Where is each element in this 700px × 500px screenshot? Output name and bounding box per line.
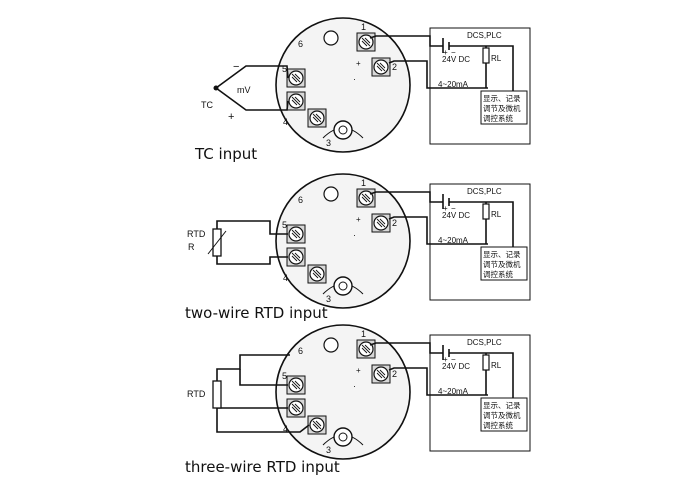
supply-label: 24V DC xyxy=(442,362,470,371)
terminal-1-label: 1 xyxy=(361,329,366,339)
rtd-two-wire-wiring: RTD R xyxy=(187,220,288,265)
terminal-5-label: 5 xyxy=(282,371,287,381)
display-line-2: 调节及微机 xyxy=(483,103,521,113)
terminal-3-label: 3 xyxy=(326,294,331,304)
display-line-3: 调控系统 xyxy=(483,113,513,123)
supply-minus-sign: − xyxy=(451,355,456,364)
rtd-resistor-symbol xyxy=(212,380,222,409)
terminal-6-label: 6 xyxy=(298,39,303,49)
mv-label: mV xyxy=(237,85,251,95)
output-loop-wiring: + − xyxy=(369,342,514,398)
terminal-3-label: 3 xyxy=(326,138,331,148)
terminal-plus-mark: + xyxy=(356,366,361,375)
caption-tc-input: TC input xyxy=(194,145,257,163)
transmitter-head: + · 1 2 3 4 5 6 xyxy=(275,324,411,460)
display-line-2: 调节及微机 xyxy=(483,259,521,269)
tc-plus-sign: + xyxy=(228,111,234,123)
rtd-label: RTD xyxy=(187,229,206,239)
transmitter-head: + · 1 2 3 4 5 6 xyxy=(275,17,411,153)
display-line-3: 调控系统 xyxy=(483,269,513,279)
terminal-2-label: 2 xyxy=(392,218,397,228)
panel-three-wire-rtd: + · 1 2 3 4 5 6 RTD + − xyxy=(185,324,531,476)
terminal-4-label: 4 xyxy=(283,424,288,434)
display-line-1: 显示、记录 xyxy=(483,94,521,103)
terminal-plus-mark: + xyxy=(356,215,361,224)
supply-label: 24V DC xyxy=(442,211,470,220)
dcs-plc-box: DCS,PLC 24V DC RL 4~20mA 显示、记录 调节及微机 调控系… xyxy=(429,334,531,452)
load-label: RL xyxy=(491,361,502,370)
r-label: R xyxy=(188,242,195,252)
current-label: 4~20mA xyxy=(438,236,469,245)
terminal-4-label: 4 xyxy=(283,117,288,127)
output-loop-wiring: + − xyxy=(369,35,514,91)
supply-plus-sign: + xyxy=(443,48,448,57)
caption-three-wire-rtd: three-wire RTD input xyxy=(185,458,340,476)
terminal-1-label: 1 xyxy=(361,178,366,188)
current-label: 4~20mA xyxy=(438,387,469,396)
display-line-2: 调节及微机 xyxy=(483,410,521,420)
transmitter-head: + · 1 2 3 4 5 6 xyxy=(275,173,411,309)
load-label: RL xyxy=(491,54,502,63)
current-label: 4~20mA xyxy=(438,80,469,89)
supply-label: 24V DC xyxy=(442,55,470,64)
panel-two-wire-rtd: + · 1 2 3 4 5 6 RTD R + − xyxy=(185,173,531,322)
terminal-5-label: 5 xyxy=(282,220,287,230)
supply-plus-sign: + xyxy=(443,204,448,213)
terminal-plus-mark: + xyxy=(356,59,361,68)
terminal-3-label: 3 xyxy=(326,445,331,455)
supply-minus-sign: − xyxy=(451,48,456,57)
terminal-4-label: 4 xyxy=(283,273,288,283)
terminal-5-label: 5 xyxy=(282,64,287,74)
caption-two-wire-rtd: two-wire RTD input xyxy=(185,304,328,322)
tc-label: TC xyxy=(201,100,213,110)
terminal-1-label: 1 xyxy=(361,22,366,32)
output-loop-wiring: + − xyxy=(369,191,514,247)
terminal-2-label: 2 xyxy=(392,369,397,379)
terminal-2-label: 2 xyxy=(392,62,397,72)
panel-tc-input: + · 1 2 3 4 5 6 − + mV TC + xyxy=(194,17,531,163)
terminal-dot-mark: · xyxy=(353,74,356,84)
supply-minus-sign: − xyxy=(451,204,456,213)
display-line-3: 调控系统 xyxy=(483,420,513,430)
terminal-6-label: 6 xyxy=(298,195,303,205)
dcs-plc-box: DCS,PLC 24V DC RL 4~20mA 显示、记录 调节及微机 调控系… xyxy=(429,27,531,145)
load-label: RL xyxy=(491,210,502,219)
display-line-1: 显示、记录 xyxy=(483,401,521,410)
supply-plus-sign: + xyxy=(443,355,448,364)
terminal-dot-mark: · xyxy=(353,381,356,391)
dcs-title: DCS,PLC xyxy=(467,338,502,347)
terminal-6-label: 6 xyxy=(298,346,303,356)
dcs-title: DCS,PLC xyxy=(467,31,502,40)
dcs-plc-box: DCS,PLC 24V DC RL 4~20mA 显示、记录 调节及微机 调控系… xyxy=(429,183,531,301)
rtd-label: RTD xyxy=(187,389,206,399)
terminal-dot-mark: · xyxy=(353,230,356,240)
dcs-title: DCS,PLC xyxy=(467,187,502,196)
rtd-three-wire-wiring: RTD xyxy=(187,354,310,433)
tc-minus-sign: − xyxy=(233,61,239,73)
display-line-1: 显示、记录 xyxy=(483,250,521,259)
tc-sensor-wiring: − + mV TC xyxy=(201,61,289,123)
